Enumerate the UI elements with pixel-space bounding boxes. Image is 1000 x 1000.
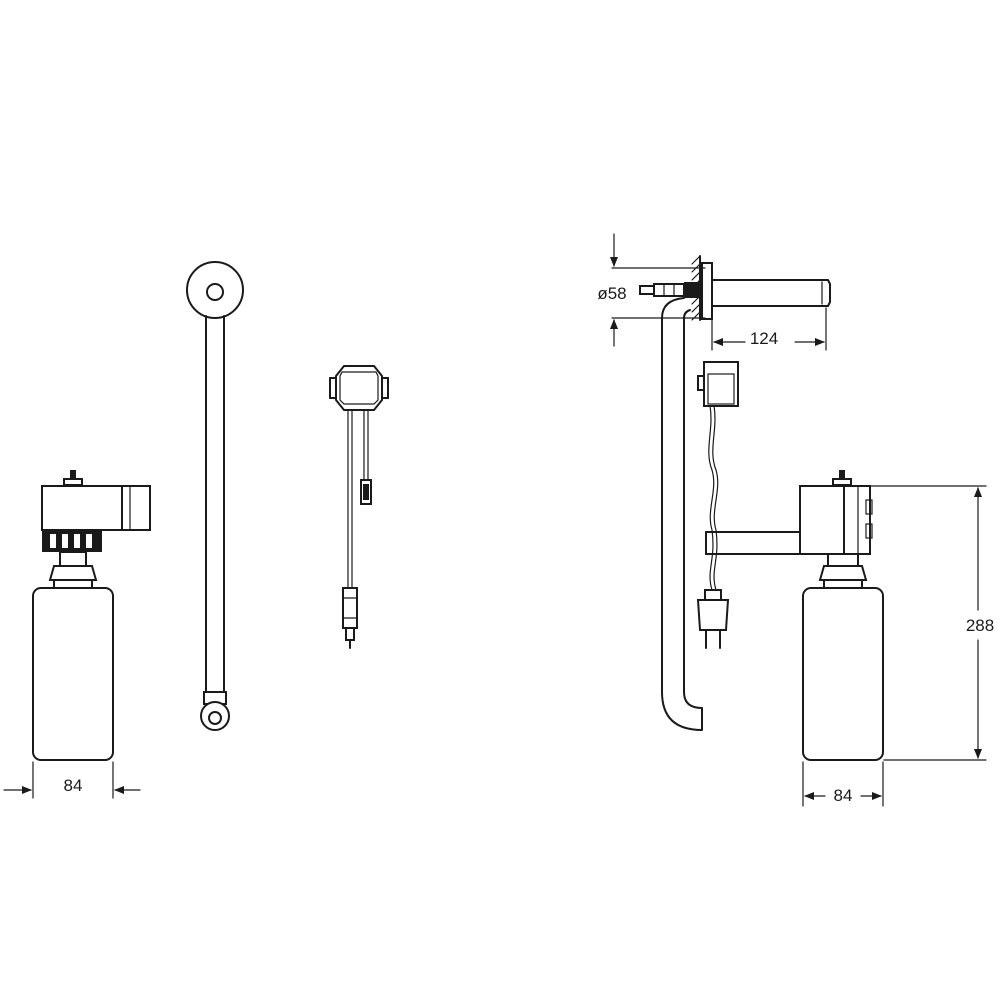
connecting-bracket: [705, 531, 801, 555]
spout-length-dimension: 124: [711, 305, 827, 351]
diameter-label: ø58: [597, 284, 626, 303]
left-dispenser: [32, 470, 151, 761]
supply-pipe-front: [186, 261, 244, 731]
right-width-dimension: 84: [802, 761, 884, 807]
right-width-label: 84: [834, 786, 853, 805]
supply-pipe-side: [661, 297, 703, 731]
height-label: 288: [966, 616, 994, 635]
height-dimension: 288: [869, 485, 994, 761]
sensor-module: [329, 365, 389, 649]
left-width-dimension: 84: [3, 761, 141, 799]
diameter-dimension: ø58: [597, 233, 706, 347]
left-width-label: 84: [64, 776, 83, 795]
spout-length-label: 124: [750, 329, 778, 348]
power-adapter: [696, 361, 739, 649]
right-dispenser: [799, 470, 884, 761]
spout: [639, 262, 831, 320]
